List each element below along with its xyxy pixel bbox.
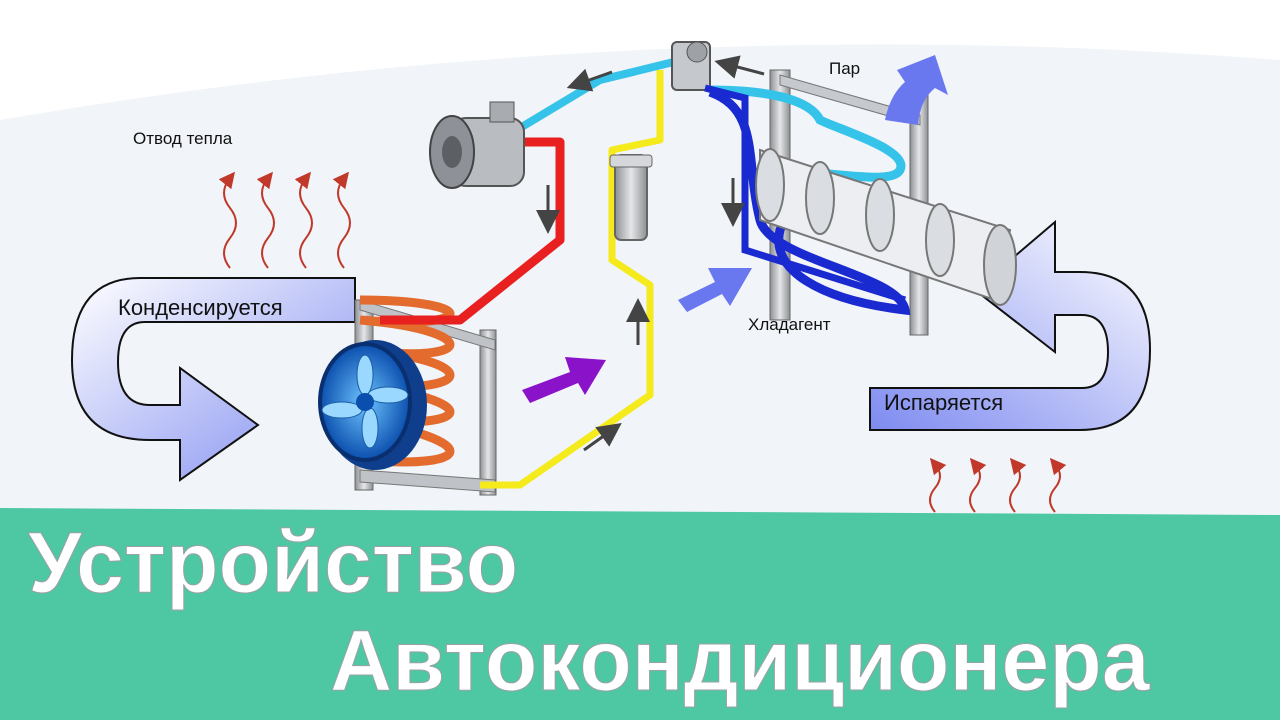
label-evaporates: Испаряется — [884, 390, 1003, 415]
heat-waves-left — [218, 171, 351, 269]
label-vapor: Пар — [829, 59, 860, 78]
purple-flow-arrow — [522, 357, 606, 403]
title-banner: Устройство Автокондиционера — [0, 508, 1280, 720]
receiver-drier-icon — [609, 154, 653, 241]
hot-gas-line — [380, 137, 565, 325]
banner-title-line1: Устройство — [28, 515, 518, 611]
air-flow-arrow-right — [869, 219, 1152, 431]
vapor-arrow — [885, 55, 948, 125]
label-refrigerant: Хладагент — [748, 315, 831, 334]
label-condenses: Конденсируется — [118, 295, 283, 320]
heat-waves-right — [929, 457, 1067, 513]
expansion-valve-icon — [671, 41, 711, 91]
flow-direction-arrows — [536, 55, 765, 452]
label-heat-removal: Отвод тепла — [133, 129, 233, 148]
blower-drum-icon — [755, 148, 1017, 306]
evaporator-line — [704, 84, 907, 304]
liquid-line — [480, 70, 664, 489]
fan-icon — [318, 340, 427, 470]
air-flow-arrow-left — [70, 277, 356, 482]
banner-title-line2: Автокондиционера — [330, 613, 1151, 709]
suction-line — [516, 54, 694, 132]
blue-air-arrow — [678, 268, 752, 312]
compressor-icon — [429, 101, 525, 189]
